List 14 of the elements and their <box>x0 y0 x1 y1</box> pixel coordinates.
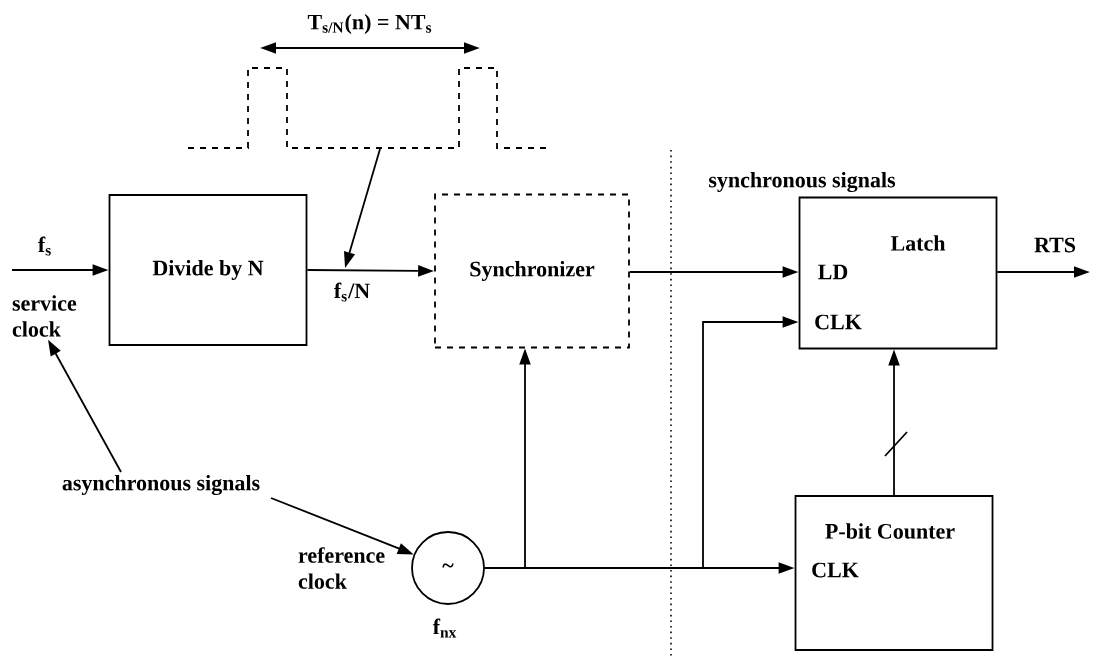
caption-text: service clock <box>12 295 77 337</box>
label-text: synchronous signals <box>709 171 896 193</box>
edge-label: f$_{s}$/N <box>334 282 370 302</box>
side-label: f$_{nx}$ <box>432 618 457 638</box>
process-box: Latch LD CLK <box>798 196 998 350</box>
process-box: P-bit Counter CLK <box>794 495 994 651</box>
process-box: Synchronizer <box>434 193 630 349</box>
edge-label: RTS <box>1034 237 1076 253</box>
caption-text: asynchronous signals <box>62 474 260 496</box>
waveform-drawing <box>187 67 549 149</box>
side-label: reference clock <box>298 547 385 589</box>
edge-label: f$_{s}$ <box>38 236 51 256</box>
process-box: Divide by N <box>108 194 308 346</box>
label-text: T$_{s/N}$(n) = NT$_{s}$ <box>307 14 432 34</box>
